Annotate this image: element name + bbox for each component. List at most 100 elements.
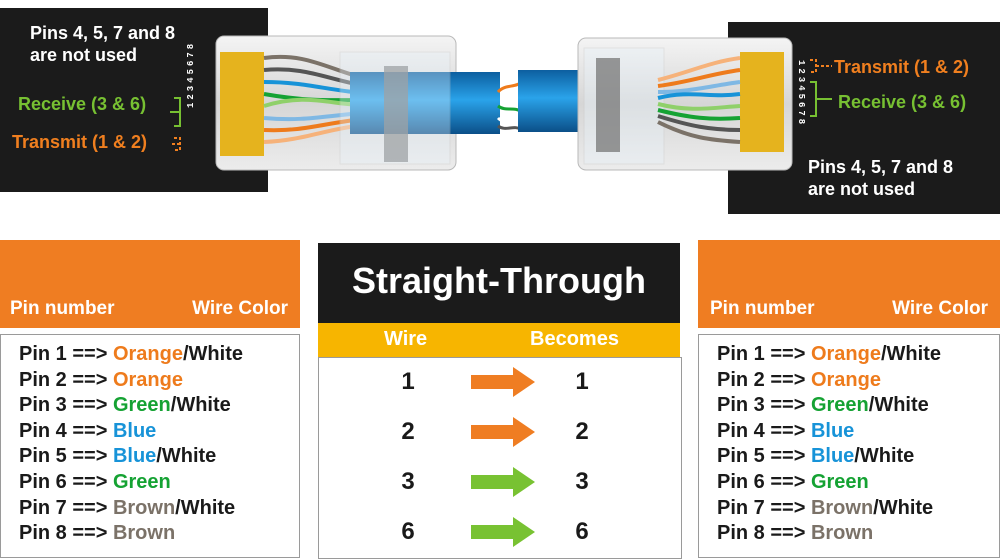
pin-row: Pin 4 ==> Blue	[19, 420, 156, 443]
wire-number: 2	[401, 418, 415, 445]
pin-label: Pin 5 ==>	[717, 445, 811, 468]
wire-color: Brown	[810, 496, 874, 519]
left-note-line-2: are not used	[30, 45, 138, 65]
wire-color: Green	[810, 471, 869, 493]
right-unused-pins-note: Pins 4, 5, 7 and 8 are not used	[808, 156, 953, 200]
pin-row: Pin 4 ==> Blue	[717, 420, 854, 443]
pin-row: Pin 5 ==> Blue/White	[19, 445, 216, 468]
wire-color: Blue	[112, 419, 157, 442]
pin-label: Pin 4 ==>	[717, 419, 811, 442]
mapping-arrow-shape	[471, 517, 535, 547]
mapping-arrow	[471, 417, 535, 447]
pin-row: Pin 3 ==> Green/White	[717, 394, 929, 417]
wire-color: Brown	[112, 522, 176, 545]
right-plug-clip	[596, 58, 620, 152]
pin-label: Pin 5 ==>	[19, 445, 113, 468]
wire-stripe: /White	[182, 343, 243, 365]
mapping-arrow-shape	[471, 417, 535, 447]
wire-color: Green	[810, 394, 869, 417]
pin-label: Pin 1 ==>	[19, 343, 113, 365]
left-receive-label: Receive (3 & 6)	[18, 94, 147, 114]
left-note-line-1: Pins 4, 5, 7 and 8	[30, 23, 176, 43]
wire-color: Orange	[810, 343, 881, 365]
right-note-line-2: are not used	[808, 179, 916, 199]
left-plug-clip	[384, 66, 408, 162]
mapping-arrow	[471, 467, 535, 497]
pin-label: Pin 6 ==>	[717, 471, 811, 493]
wire-color: Brown	[810, 522, 874, 545]
wire-color: Orange	[112, 343, 183, 365]
pin-label: Pin 6 ==>	[19, 471, 113, 493]
straight-through-title: Straight-Through	[318, 243, 680, 323]
wire-stripe: /White	[175, 496, 236, 519]
pin-row: Pin 5 ==> Blue/White	[717, 445, 914, 468]
pin-label: Pin 2 ==>	[19, 368, 113, 391]
right-wires	[657, 56, 741, 144]
pin-label: Pin 3 ==>	[717, 394, 811, 417]
wire-stripe: /White	[170, 394, 231, 417]
wire-color: Blue	[810, 445, 855, 468]
wire-stripe: /White	[873, 496, 934, 519]
mapping-arrow	[471, 367, 535, 397]
right-table-header: Pin number Wire Color	[698, 240, 1000, 328]
pin-row: Pin 7 ==> Brown/White	[19, 497, 235, 520]
left-cable	[350, 72, 500, 134]
pin-row: Pin 1 ==> Orange/White	[717, 343, 941, 366]
col-wire-label: Wire	[384, 328, 428, 350]
pin-label: Pin 3 ==>	[19, 394, 113, 417]
wire-color: Blue	[112, 445, 157, 468]
wire-color: Brown	[112, 496, 176, 519]
becomes-number: 2	[575, 418, 589, 445]
mapping-arrow-shape	[471, 467, 535, 497]
mapping-arrow	[471, 517, 535, 547]
pin-label: Pin 2 ==>	[717, 368, 811, 391]
right-plug-contacts	[740, 52, 784, 152]
right-header-wire-color: Wire Color	[892, 298, 988, 319]
pin-row: Pin 1 ==> Orange/White	[19, 343, 243, 366]
wire-color: Orange	[112, 368, 183, 391]
straight-through-subheader: Wire Becomes	[318, 323, 680, 357]
pin-row: Pin 7 ==> Brown/White	[717, 497, 933, 520]
left-transmit-label: Transmit (1 & 2)	[12, 132, 148, 152]
col-becomes-label: Becomes	[530, 328, 619, 350]
wire-color: Green	[112, 394, 171, 417]
right-header-pin-number: Pin number	[710, 298, 815, 319]
left-plug-contacts	[220, 52, 264, 156]
right-brackets	[810, 59, 832, 117]
pin-label: Pin 4 ==>	[19, 419, 113, 442]
pin-label: Pin 8 ==>	[717, 522, 811, 545]
wire-stripe: /White	[156, 445, 217, 468]
pin-row: Pin 8 ==> Brown	[717, 522, 873, 545]
wire-stripe: /White	[854, 445, 915, 468]
right-note-line-1: Pins 4, 5, 7 and 8	[808, 157, 954, 177]
left-header-wire-color: Wire Color	[192, 298, 288, 319]
pin-row: Pin 6 ==> Green	[717, 471, 869, 494]
wire-color: Blue	[810, 419, 855, 442]
wire-color: Green	[112, 471, 171, 493]
wire-number: 3	[401, 468, 415, 495]
becomes-number: 6	[575, 518, 589, 545]
left-unused-pins-note: Pins 4, 5, 7 and 8 are not used	[30, 22, 175, 66]
pin-row: Pin 2 ==> Orange	[717, 369, 881, 392]
pin-label: Pin 7 ==>	[19, 496, 113, 519]
right-receive-label: Receive (3 & 6)	[838, 92, 967, 112]
pin-row: Pin 6 ==> Green	[19, 471, 171, 494]
wire-color: Orange	[810, 368, 881, 391]
left-table-header: Pin number Wire Color	[0, 240, 300, 328]
pin-label: Pin 1 ==>	[717, 343, 811, 365]
pin-label: Pin 8 ==>	[19, 522, 113, 545]
wire-stripe: /White	[868, 394, 929, 417]
left-brackets	[170, 97, 181, 151]
left-boot	[339, 51, 451, 165]
wire-number: 1	[401, 368, 415, 395]
right-transmit-label: Transmit (1 & 2)	[834, 57, 970, 77]
pin-row: Pin 3 ==> Green/White	[19, 394, 231, 417]
wire-stripe: /White	[880, 343, 941, 365]
becomes-number: 1	[575, 368, 589, 395]
becomes-number: 3	[575, 468, 589, 495]
pin-row: Pin 2 ==> Orange	[19, 369, 183, 392]
pin-label: Pin 7 ==>	[717, 496, 811, 519]
